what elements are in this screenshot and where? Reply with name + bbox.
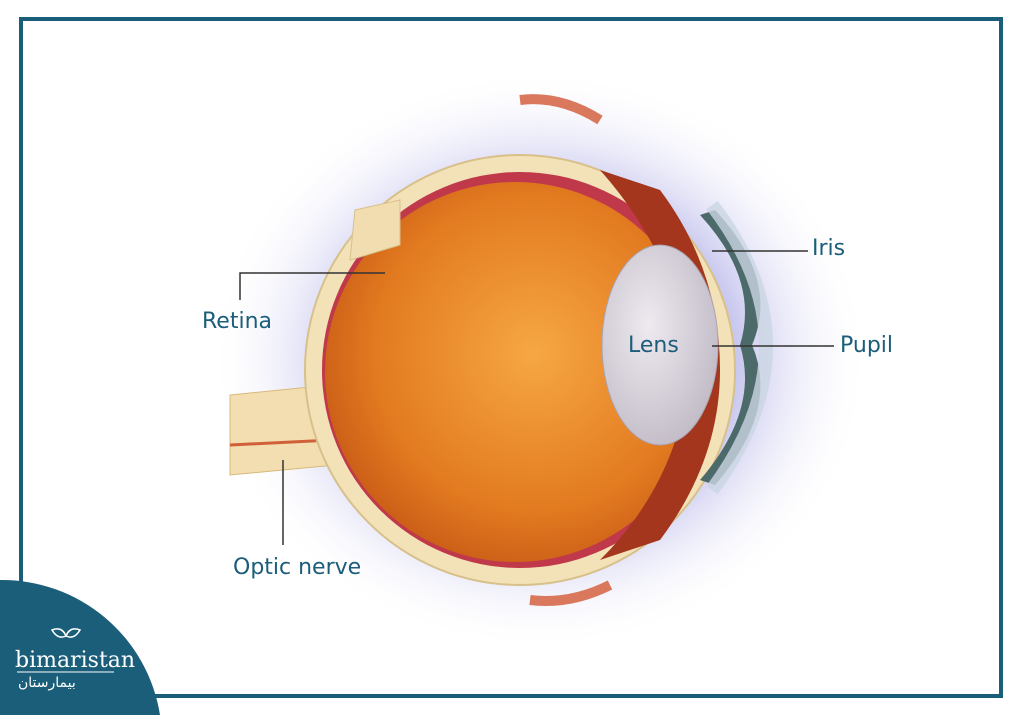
eye-muscle-bottom — [529, 580, 613, 606]
iris-shape — [700, 210, 761, 485]
lens-shape — [601, 244, 719, 446]
label-retina: Retina — [202, 309, 272, 334]
retina-leader-line — [239, 272, 385, 300]
retina-flap — [349, 199, 401, 261]
label-lens: Lens — [628, 333, 679, 358]
diagram-frame — [19, 17, 1003, 698]
label-optic-nerve: Optic nerve — [233, 555, 362, 580]
logo-badge — [0, 579, 160, 715]
label-iris: Iris — [812, 236, 846, 261]
logo-wordmark: bimaristan — [15, 648, 136, 673]
eye-muscle-top — [519, 94, 603, 125]
vitreous-body — [325, 182, 705, 562]
logo-wordmark-arabic: بيمارستان — [18, 675, 76, 691]
butterfly-icon — [50, 628, 82, 638]
label-pupil: Pupil — [840, 333, 894, 358]
optic-nerve-vessel — [229, 438, 333, 447]
